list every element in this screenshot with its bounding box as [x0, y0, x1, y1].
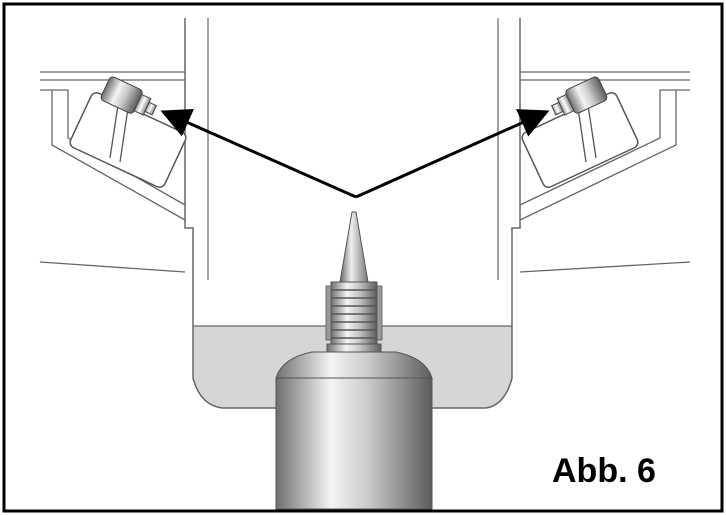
left-sensor-nozzle	[100, 76, 158, 116]
arrow-left	[160, 108, 357, 199]
central-nozzle-tip	[339, 211, 369, 283]
threaded-section	[325, 281, 383, 353]
right-bracket	[519, 71, 691, 273]
figure-caption: Abb. 6	[552, 452, 656, 490]
cartridge-body	[275, 351, 433, 510]
right-sensor-nozzle	[550, 76, 608, 116]
arrow-right	[355, 109, 550, 199]
